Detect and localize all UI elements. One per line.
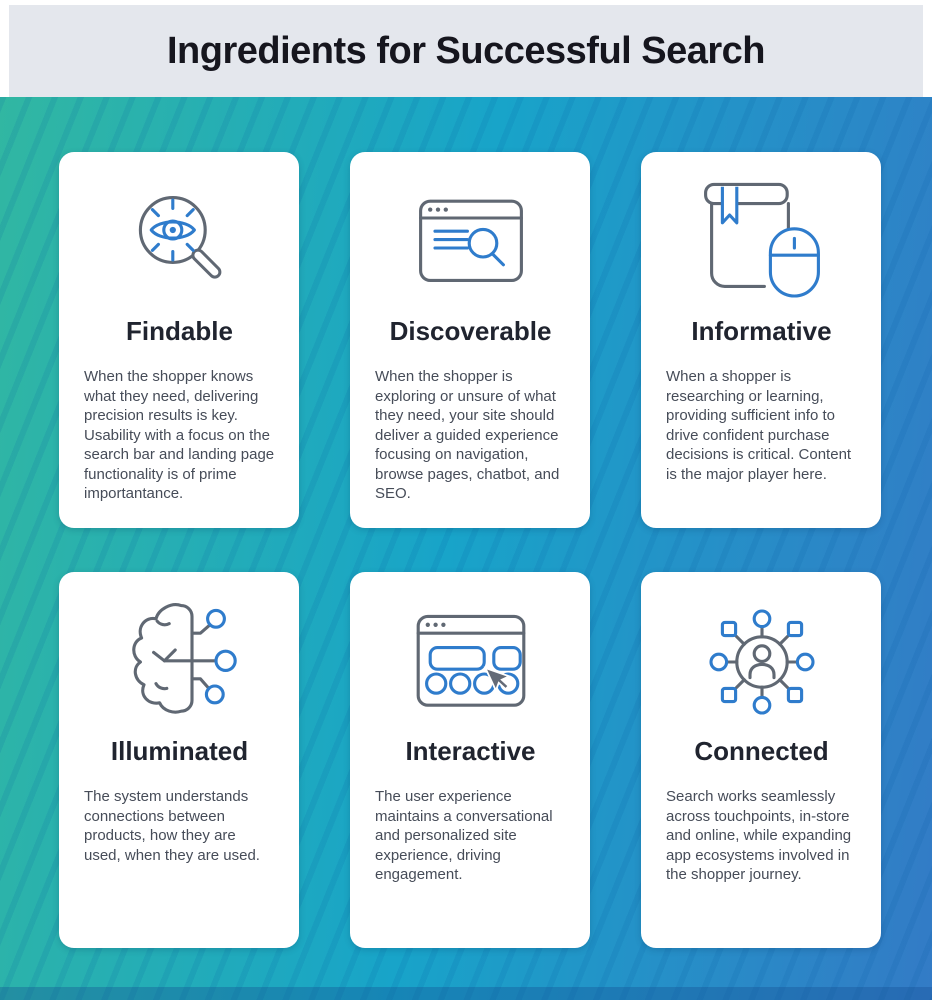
card-title: Illuminated: [110, 736, 249, 766]
card-illuminated: Illuminated The system understands conne…: [59, 572, 299, 948]
browser-widgets-cursor-icon: [375, 598, 566, 726]
brain-circuit-icon: [84, 598, 275, 726]
card-findable: Findable When the shopper knows what the…: [59, 152, 299, 528]
card-title: Findable: [126, 316, 233, 346]
card-description: When a shopper is researching or learnin…: [666, 368, 852, 483]
cards-grid: Findable When the shopper knows what the…: [0, 97, 932, 948]
book-mouse-icon: [666, 178, 857, 306]
card-informative: Informative When a shopper is researchin…: [641, 152, 881, 528]
page-title: Ingredients for Successful Search: [166, 29, 766, 72]
card-description: The system understands connections betwe…: [84, 788, 260, 864]
card-description: When the shopper is exploring or unsure …: [375, 368, 560, 502]
network-person-icon: [666, 598, 857, 726]
card-description: The user experience maintains a conversa…: [375, 788, 553, 883]
card-discoverable: Discoverable When the shopper is explori…: [350, 152, 590, 528]
card-title: Informative: [691, 316, 832, 346]
card-title: Interactive: [405, 736, 536, 766]
card-interactive: Interactive The user experience maintain…: [350, 572, 590, 948]
card-description: Search works seamlessly across touchpoin…: [666, 788, 852, 883]
card-connected: Connected Search works seamlessly across…: [641, 572, 881, 948]
gradient-background: Findable When the shopper knows what the…: [0, 97, 932, 1000]
browser-search-icon: [375, 178, 566, 306]
card-title: Discoverable: [389, 316, 552, 346]
header-banner: Ingredients for Successful Search: [4, 0, 928, 97]
card-title: Connected: [694, 736, 829, 766]
card-description: When the shopper knows what they need, d…: [84, 368, 275, 502]
eye-magnifier-icon: [84, 178, 275, 306]
